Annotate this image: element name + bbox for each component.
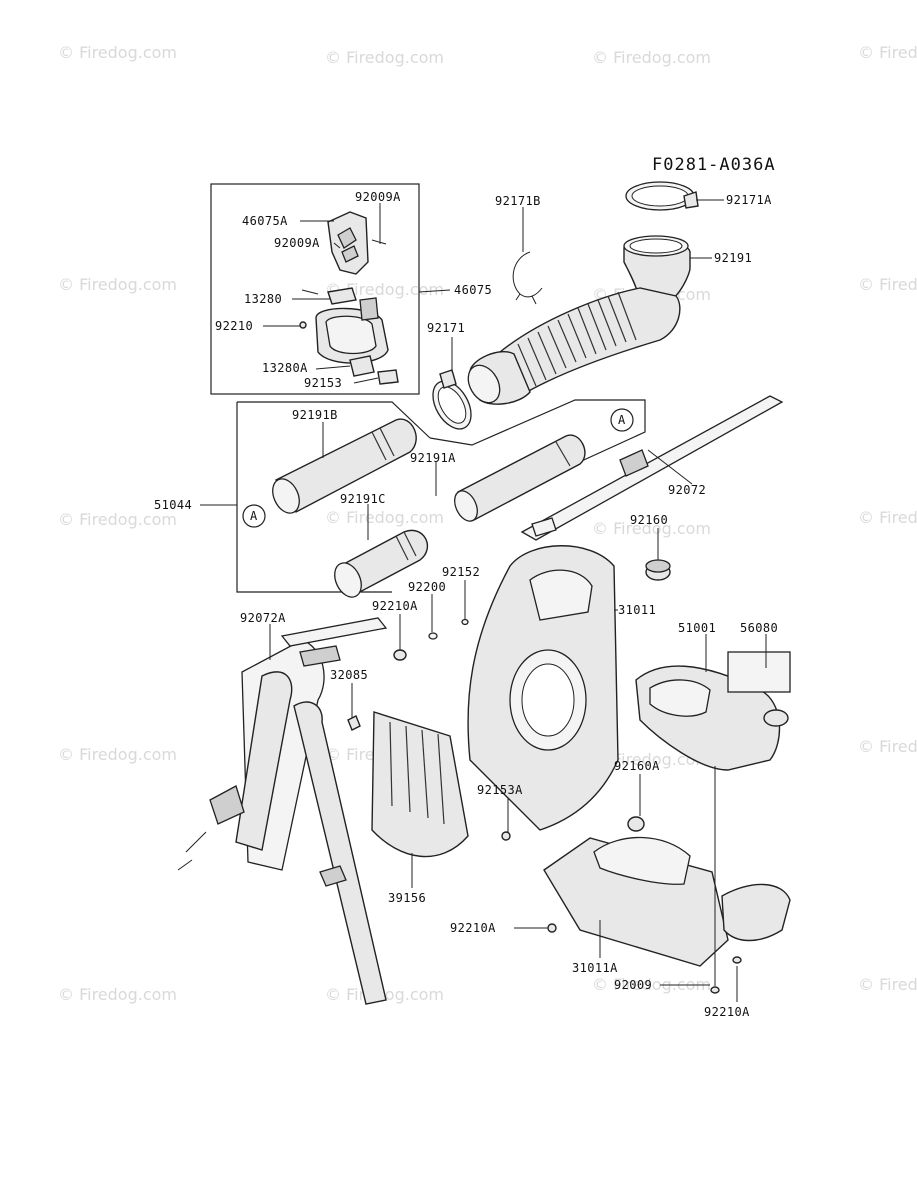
callout-92210A-b: 92210A — [450, 921, 496, 935]
callout-92210: 92210 — [215, 319, 253, 333]
snap-ring-92171B — [512, 251, 543, 305]
tube-group-bracket-right — [429, 399, 646, 497]
grommet-92160 — [645, 559, 671, 581]
callout-92009A-top: 92009A — [355, 190, 401, 204]
leader-lines — [200, 199, 767, 1002]
svg-text:A: A — [250, 509, 258, 523]
shoulder-straps-92072A — [177, 617, 388, 1005]
callout-92171A: 92171A — [726, 193, 772, 207]
watermark: © Firedog.com — [592, 519, 711, 538]
callout-92009: 92009 — [614, 978, 652, 992]
frame-31011A — [543, 836, 791, 967]
callout-31011: 31011 — [618, 603, 656, 617]
callout-92171: 92171 — [427, 321, 465, 335]
callout-32085: 32085 — [330, 668, 368, 682]
watermark: © Firedog.com — [858, 737, 917, 756]
callout-92152: 92152 — [442, 565, 480, 579]
callout-92191B: 92191B — [292, 408, 338, 422]
callout-92153: 92153 — [304, 376, 342, 390]
watermark: © Firedog.com — [325, 508, 444, 527]
watermark: © Firedog.com — [858, 275, 917, 294]
callout-13280A: 13280A — [262, 361, 308, 375]
callout-92153A: 92153A — [477, 783, 523, 797]
callout-46075A: 46075A — [242, 214, 288, 228]
callout-92009A-mid: 92009A — [274, 236, 320, 250]
callout-92072A: 92072A — [240, 611, 286, 625]
callout-92191C: 92191C — [340, 492, 386, 506]
watermark: © Firedog.com — [858, 508, 917, 527]
pipe-92191A — [454, 434, 586, 522]
callout-92160: 92160 — [630, 513, 668, 527]
elbow-pipe-92191 — [623, 235, 691, 303]
watermark: © Firedog.com — [58, 985, 177, 1004]
strap-92072 — [520, 395, 784, 541]
flex-hose — [467, 287, 681, 405]
callout-51044: 51044 — [154, 498, 192, 512]
callout-92072: 92072 — [668, 483, 706, 497]
clamp-92171A — [625, 181, 699, 211]
callout-92160A: 92160A — [614, 759, 660, 773]
watermark: © Firedog.com — [58, 510, 177, 529]
part-labels: 92171A 92171B 92191 92009A 46075A 92009A… — [154, 190, 778, 1019]
watermark: © Firedog.com — [592, 750, 711, 769]
pipe-92191B — [272, 418, 417, 514]
reference-mark-left: A — [242, 504, 266, 528]
tube-group-bracket-top — [237, 401, 431, 439]
callout-92191: 92191 — [714, 251, 752, 265]
callout-31011A: 31011A — [572, 961, 618, 975]
callout-92210A-a: 92210A — [372, 599, 418, 613]
callout-51001: 51001 — [678, 621, 716, 635]
tube-group-bracket — [236, 402, 392, 593]
plate-39156 — [371, 711, 469, 858]
callout-39156: 39156 — [388, 891, 426, 905]
callout-46075: 46075 — [454, 283, 492, 297]
callout-92171B: 92171B — [495, 194, 541, 208]
callout-92200: 92200 — [408, 580, 446, 594]
callout-92210A-c: 92210A — [704, 1005, 750, 1019]
watermark: © Firedog.com — [592, 48, 711, 67]
frame-31011 — [467, 545, 619, 831]
reference-mark-right: A — [610, 408, 634, 432]
watermark: © Firedog.com — [858, 975, 917, 994]
pipe-92191C — [334, 529, 429, 598]
watermark: © Firedog.com — [325, 48, 444, 67]
watermark: © Firedog.com — [858, 43, 917, 62]
watermark: © Firedog.com — [58, 275, 177, 294]
svg-text:A: A — [618, 413, 626, 427]
callout-56080: 56080 — [740, 621, 778, 635]
diagram-code: F0281-A036A — [652, 155, 776, 175]
label-plate-56080 — [727, 651, 791, 693]
callout-13280: 13280 — [244, 292, 282, 306]
grip-inset-box — [210, 183, 420, 395]
callout-92191A: 92191A — [410, 451, 456, 465]
watermark-layer: © Firedog.com © Firedog.com © Firedog.co… — [58, 43, 917, 1004]
clamp-92171 — [432, 369, 472, 430]
watermark: © Firedog.com — [58, 745, 177, 764]
grip-assembly — [299, 211, 399, 385]
watermark: © Firedog.com — [592, 975, 711, 994]
watermark: © Firedog.com — [58, 43, 177, 62]
